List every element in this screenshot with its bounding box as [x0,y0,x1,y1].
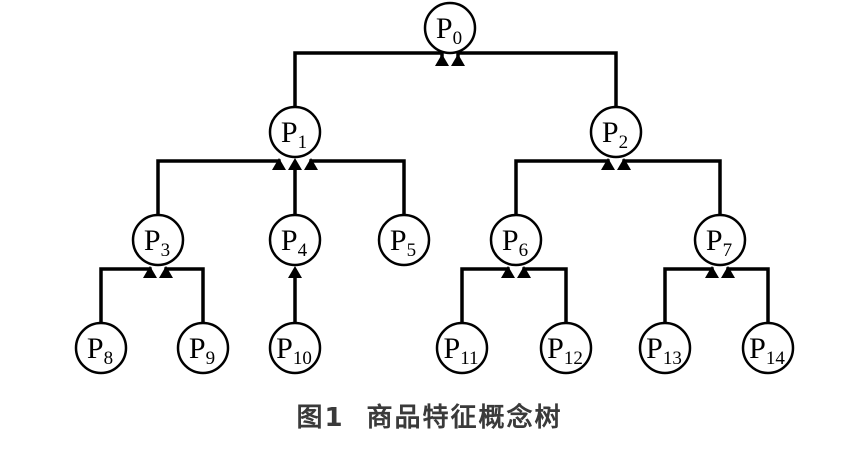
node-p10: P10 [268,321,322,375]
node-circle [741,321,795,375]
node-circle [131,213,185,267]
node-circle [268,321,322,375]
edges-layer [99,51,770,323]
edge-p2-to-p0 [456,51,618,107]
node-circle [268,105,322,159]
node-label: P4 [281,224,308,261]
node-circle [377,213,431,267]
arrowhead-p10-to-p4 [288,266,302,278]
node-label: P7 [706,224,732,261]
node-circle [589,105,643,159]
node-p12: P12 [539,321,593,375]
node-label: P12 [547,332,583,369]
arrowhead-p5-to-p1 [304,158,318,170]
node-p3: P3 [131,213,185,267]
arrowhead-p13-to-p7 [705,266,719,278]
arrowhead-p4-to-p1 [288,158,302,170]
arrowhead-p3-to-p1 [272,158,286,170]
edge-p5-to-p1 [309,159,406,215]
node-label: P3 [144,224,170,261]
figure-number: 图1 [296,403,345,433]
node-p5: P5 [377,213,431,267]
node-p13: P13 [638,321,692,375]
edge-p3-to-p1 [156,159,281,215]
arrowhead-p1-to-p0 [435,54,449,66]
arrowhead-p8-to-p3 [143,266,157,278]
arrowhead-p11-to-p6 [501,266,515,278]
node-p8: P8 [74,321,128,375]
node-p1: P1 [268,105,322,159]
node-p0: P0 [423,1,477,55]
node-p14: P14 [741,321,795,375]
node-p7: P7 [693,213,747,267]
arrowhead-p6-to-p2 [601,158,615,170]
edge-p7-to-p2 [622,159,722,215]
edge-p13-to-p7 [663,267,714,323]
node-label: P14 [749,332,785,369]
node-circle [423,1,477,55]
node-label: P11 [444,332,479,369]
figure-title: 商品特征概念树 [366,403,563,433]
node-circle [489,213,543,267]
arrowhead-p12-to-p6 [517,266,531,278]
node-label: P8 [87,332,113,369]
node-p6: P6 [489,213,543,267]
arrowhead-p2-to-p0 [451,54,465,66]
node-circle [693,213,747,267]
edge-p1-to-p0 [293,51,444,107]
node-circle [539,321,593,375]
figure-caption: 图1 商品特征概念树 [0,397,859,434]
node-label: P10 [276,332,312,369]
node-p2: P2 [589,105,643,159]
arrowhead-p14-to-p7 [721,266,735,278]
node-circle [638,321,692,375]
node-label: P2 [602,116,628,153]
node-label: P6 [502,224,528,261]
arrowhead-p7-to-p2 [617,158,631,170]
node-label: P1 [281,116,307,153]
node-label: P9 [189,332,215,369]
edge-p11-to-p6 [460,267,510,323]
arrowhead-p9-to-p3 [159,266,173,278]
node-p11: P11 [435,321,489,375]
node-label: P0 [436,12,462,49]
node-circle [176,321,230,375]
edge-p6-to-p2 [514,159,610,215]
edge-p8-to-p3 [99,267,152,323]
node-p9: P9 [176,321,230,375]
node-circle [268,213,322,267]
node-label: P13 [646,332,682,369]
node-p4: P4 [268,213,322,267]
node-circle [435,321,489,375]
node-circle [74,321,128,375]
node-label: P5 [390,224,416,261]
